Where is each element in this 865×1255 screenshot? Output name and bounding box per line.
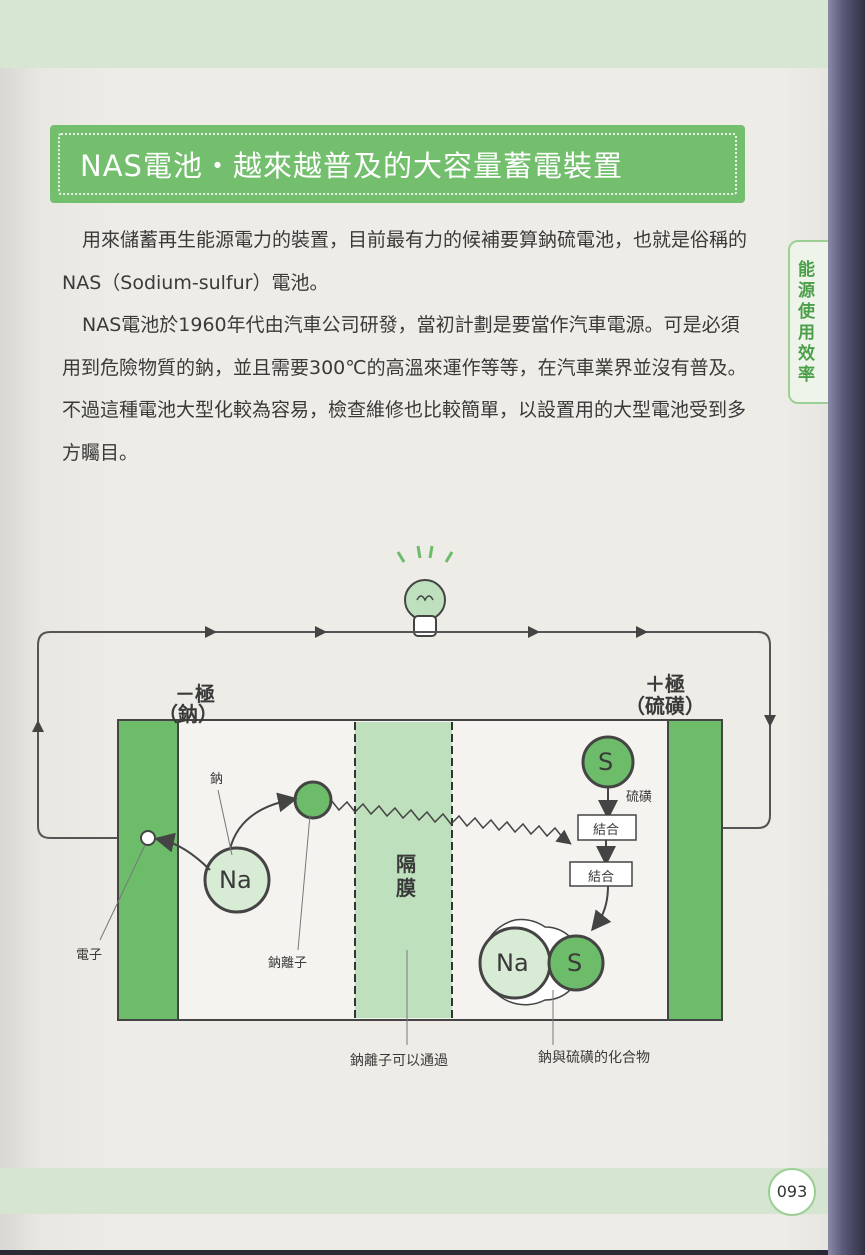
footer-band [0,1168,828,1214]
compound-na-symbol: Na [496,949,529,977]
separator-label: 隔膜 [396,852,416,900]
compound-caption: 鈉與硫磺的化合物 [538,1050,650,1066]
negative-material-label: （鈉） [158,702,218,726]
ion-path [330,799,572,845]
separator [355,722,452,1018]
page-title: NAS電池・越來越普及的大容量蓄電裝置 [80,149,623,183]
book-page: NAS電池・越來越普及的大容量蓄電裝置 能源使用效率 用來儲蓄再生能源電力的裝置… [0,0,840,1250]
sodium-ion-label: 鈉離子 [268,956,308,971]
sodium-atom [203,846,271,914]
leader-lines [99,789,554,1045]
positive-material-label: （硫磺） [625,694,705,718]
electron [140,830,156,846]
combine-label-2: 結合 [588,870,615,885]
chapter-tab[interactable]: 能源使用效率 [788,240,828,404]
paragraph-2: NAS電池於1960年代由汽車公司研發，當初計劃是要當作汽車電源。可是必須用到危… [62,314,747,464]
separator-caption: 鈉離子可以通過 [350,1053,448,1069]
sulfur-label: 硫磺 [626,790,653,805]
positive-electrode [667,719,723,1021]
page-edge [828,0,865,1255]
title-banner: NAS電池・越來越普及的大容量蓄電裝置 [50,125,745,203]
sodium-symbol: Na [219,866,252,894]
electron-label: 電子 [76,948,103,963]
combine-label-1: 結合 [593,823,620,838]
chapter-tab-label: 能源使用效率 [798,260,815,385]
sulfur-symbol: S [598,748,614,776]
combine-box-1 [577,814,637,841]
page-number: 093 [768,1168,816,1216]
negative-pole-label: －極 [175,682,215,706]
sodium-sulfide-compound [478,918,605,1006]
combine-box-2 [569,861,633,887]
compound-s-symbol: S [567,949,583,977]
sodium-ion [293,780,333,820]
light-bulb-icon [396,545,454,637]
sodium-label: 鈉 [210,772,224,787]
circuit-wire [37,631,771,839]
positive-pole-label: ＋極 [645,672,685,696]
top-band [0,0,828,68]
negative-electrode [117,719,179,1021]
paragraph-1: 用來儲蓄再生能源電力的裝置，目前最有力的候補要算鈉硫電池，也就是俗稱的NAS（S… [62,229,748,294]
nas-battery-diagram [32,545,776,1045]
